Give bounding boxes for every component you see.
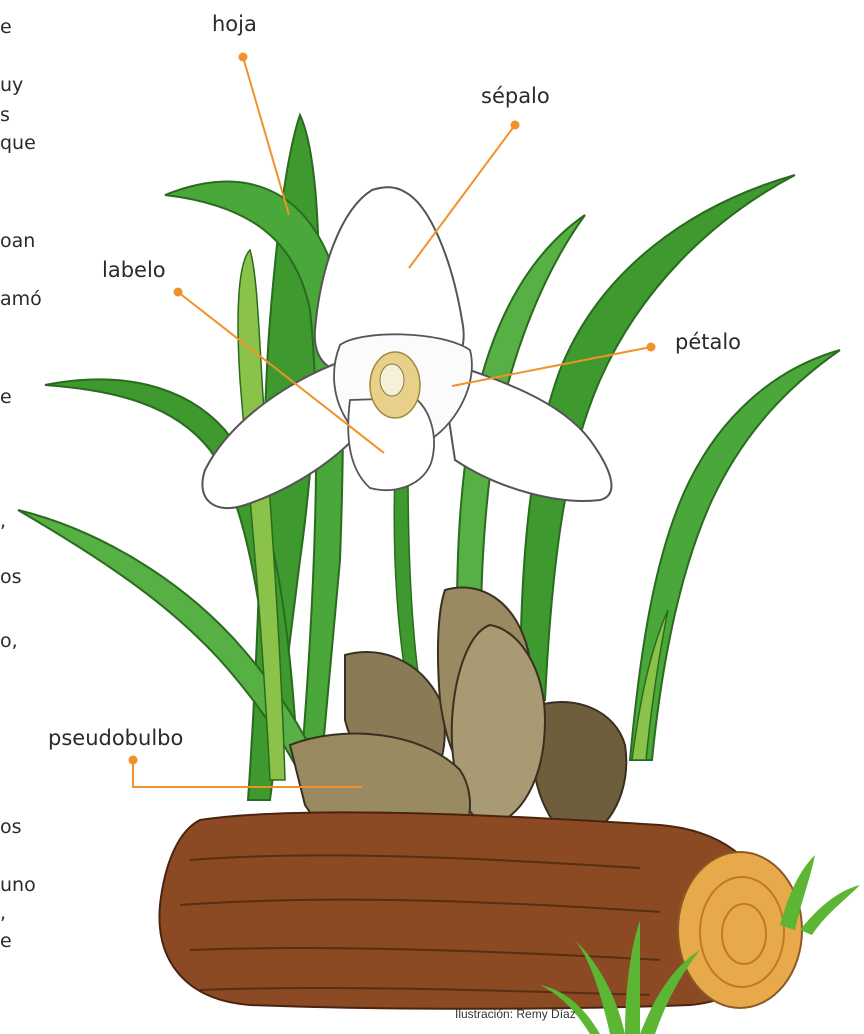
leader-petalo-dot [647,343,656,352]
illustration-credit: Ilustración: Remy Díaz [455,1008,576,1020]
leaf [630,350,840,760]
label-sepalo: sépalo [481,86,550,107]
log [159,812,802,1008]
flower [202,187,611,508]
leader-labelo-dot [174,288,183,297]
leader-pseudobulbo-dot [129,756,138,765]
leader-sepalo-dot [511,121,520,130]
label-pseudobulbo: pseudobulbo [48,728,183,749]
column-center [380,364,404,396]
label-petalo: pétalo [675,332,741,353]
label-labelo: labelo [102,260,166,281]
leader-sepalo [409,125,515,268]
label-hoja: hoja [212,14,257,35]
grass-blade [800,885,860,935]
leader-petalo [452,347,651,386]
leader-hoja-dot [239,53,248,62]
